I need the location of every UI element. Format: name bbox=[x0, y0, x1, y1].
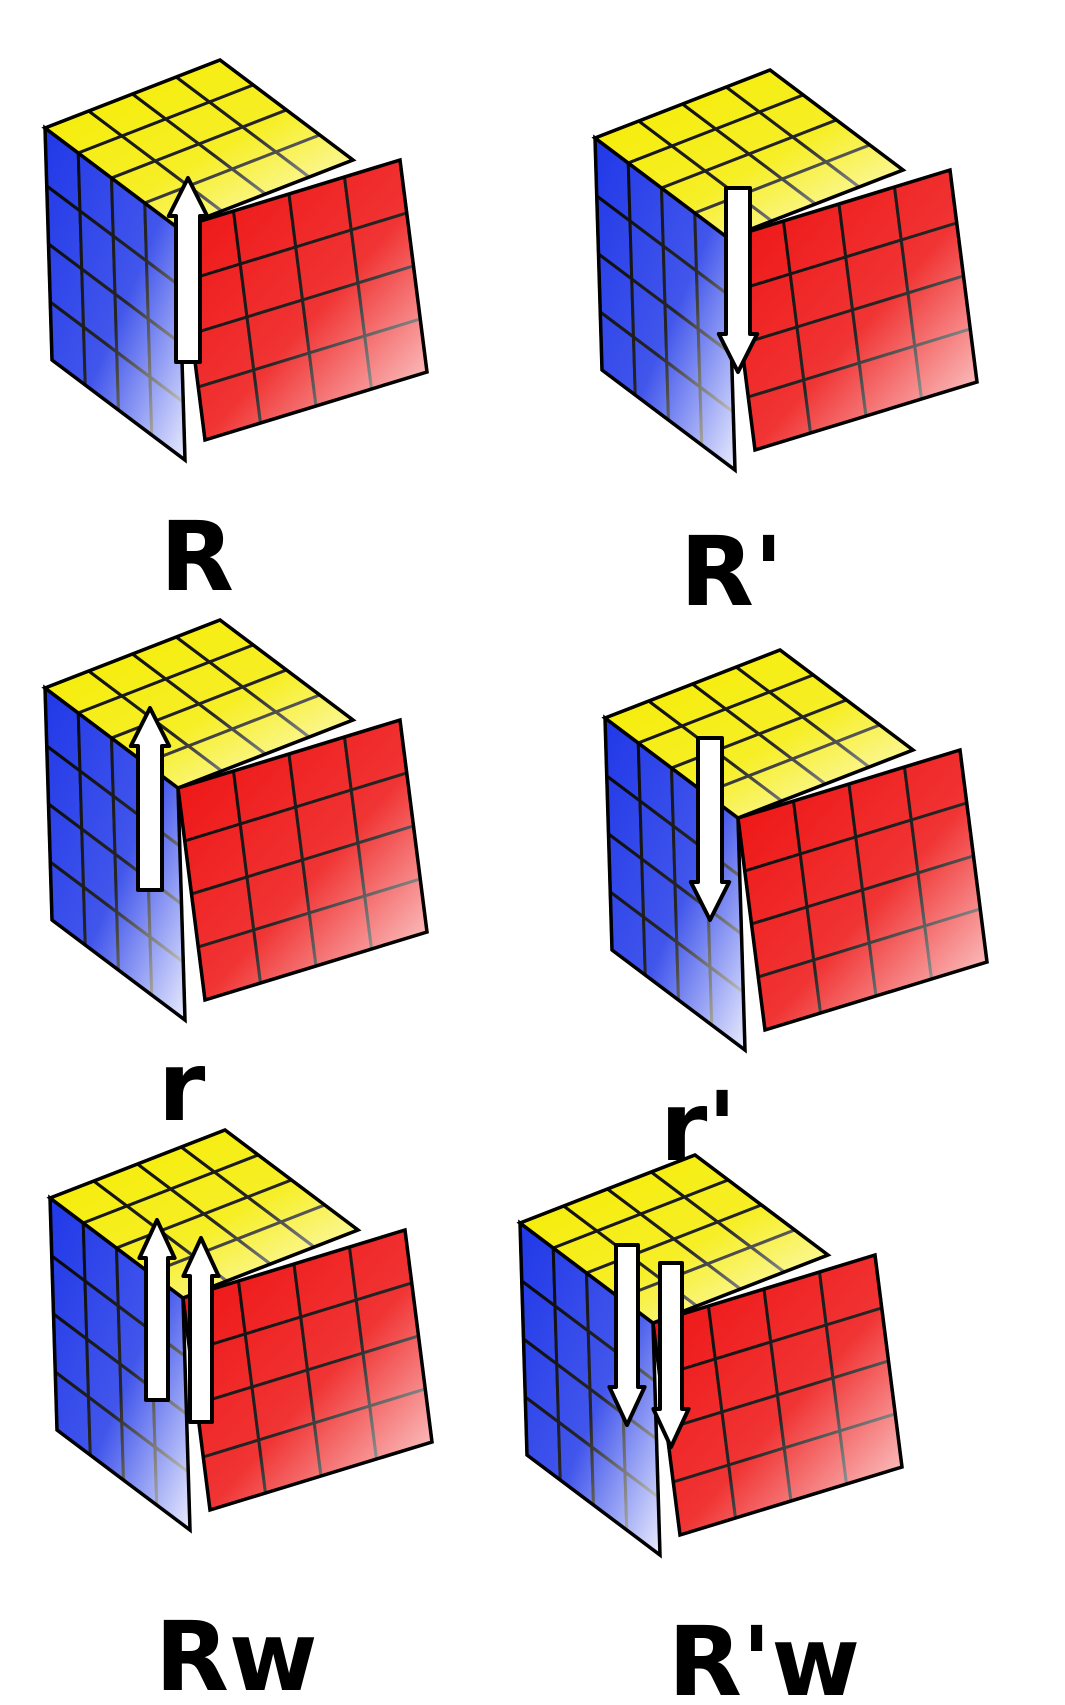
arrow-r bbox=[128, 706, 172, 892]
cube-r bbox=[41, 618, 429, 1024]
right-face-shine bbox=[176, 717, 429, 1003]
top-face-shine bbox=[591, 68, 907, 240]
right-face-shine bbox=[651, 1252, 904, 1538]
move-label-r: r bbox=[158, 1031, 206, 1143]
move-label-R-prime: R' bbox=[680, 516, 783, 628]
arrow-R-prime bbox=[716, 186, 760, 374]
move-label-R-prime-w: R'w bbox=[668, 1606, 860, 1705]
arrow-down-icon bbox=[716, 186, 760, 374]
arrow-up-icon bbox=[137, 1218, 177, 1402]
right-face-shine bbox=[726, 167, 979, 453]
right-face-shine bbox=[176, 157, 429, 443]
arrow-up-icon bbox=[166, 176, 210, 364]
cube-r-prime bbox=[601, 648, 989, 1054]
right-face-shine bbox=[181, 1227, 434, 1513]
move-Rw: Rw bbox=[46, 1128, 434, 1705]
arrow-R bbox=[166, 176, 210, 364]
move-label-Rw: Rw bbox=[155, 1601, 318, 1705]
cube-Rw bbox=[46, 1128, 434, 1534]
move-R: R bbox=[41, 58, 429, 613]
cube-R-prime bbox=[591, 68, 979, 474]
right-face-shine bbox=[736, 747, 989, 1033]
arrow-Rw bbox=[137, 1218, 221, 1424]
top-face-shine bbox=[516, 1153, 832, 1325]
top-face-shine bbox=[601, 648, 917, 820]
move-label-R: R bbox=[160, 501, 234, 613]
move-R-prime: R' bbox=[591, 68, 979, 628]
move-r-prime: r' bbox=[601, 648, 989, 1183]
cube-R bbox=[41, 58, 429, 464]
move-r: r bbox=[41, 618, 429, 1143]
arrow-down-icon bbox=[607, 1243, 647, 1427]
arrow-down-icon bbox=[688, 736, 732, 922]
move-R-prime-w: R'w bbox=[516, 1153, 904, 1705]
arrow-up-icon bbox=[181, 1236, 221, 1424]
arrow-r-prime bbox=[688, 736, 732, 922]
top-face-shine bbox=[41, 58, 357, 230]
cube-R-prime-w bbox=[516, 1153, 904, 1559]
top-face-shine bbox=[46, 1128, 362, 1300]
arrow-R-prime-w bbox=[607, 1243, 691, 1449]
top-face-shine bbox=[41, 618, 357, 790]
arrow-up-icon bbox=[128, 706, 172, 892]
arrow-down-icon bbox=[651, 1261, 691, 1449]
